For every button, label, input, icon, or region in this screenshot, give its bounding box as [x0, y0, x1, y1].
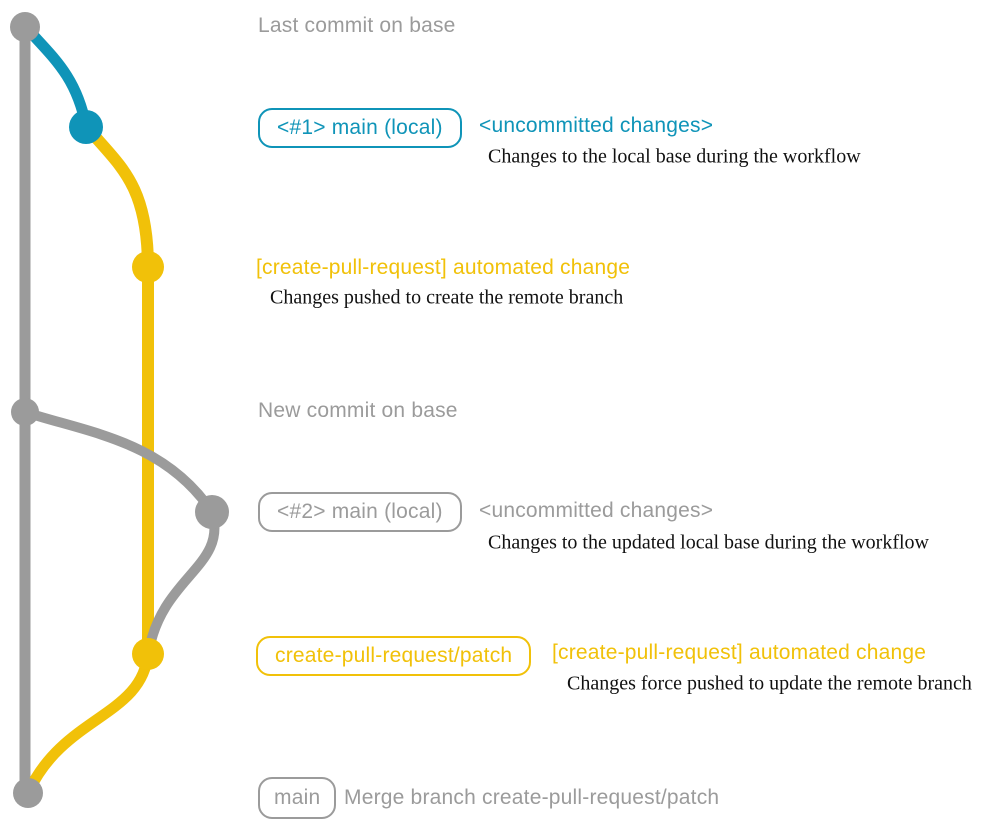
rebased-main-merge-line [144, 510, 220, 651]
branch-tag-local-main-2: <#2> main (local) [258, 492, 462, 532]
commit-message-local-main-1: <uncommitted changes> [479, 114, 714, 137]
commit-dot-local-main-2 [195, 495, 229, 529]
commit-message-push-update: [create-pull-request] automated change [552, 641, 927, 664]
commit-description-push-create: Changes pushed to create the remote bran… [270, 286, 624, 309]
rebased-main-branch-line [23, 407, 217, 515]
commit-dot-merge [13, 778, 43, 808]
commit-message-local-main-2: <uncommitted changes> [479, 499, 714, 522]
commit-description-push-update: Changes force pushed to update the remot… [567, 672, 972, 695]
commit-message-merge: Merge branch create-pull-request/patch [344, 786, 720, 809]
commit-dot-new-base [11, 398, 39, 426]
commit-message-push-create: [create-pull-request] automated change [256, 256, 631, 279]
branch-tag-patch: create-pull-request/patch [256, 636, 532, 676]
commit-description-local-main-1: Changes to the local base during the wor… [488, 145, 861, 168]
patch-branch-curve-top [81, 122, 154, 269]
local-main-branch-line [20, 22, 92, 128]
commit-description-local-main-2: Changes to the updated local base during… [488, 531, 929, 554]
commit-graph [10, 12, 229, 808]
commit-message-last-base: Last commit on base [258, 14, 456, 37]
commit-dot-push-update [132, 638, 164, 670]
branch-tag-local-main-1: <#1> main (local) [258, 108, 462, 148]
commit-dot-push-create [132, 251, 164, 283]
commit-message-new-base: New commit on base [258, 399, 458, 422]
branch-tag-main: main [258, 777, 337, 819]
commit-dot-last-base [10, 12, 40, 42]
commit-dot-local-main-1 [69, 110, 103, 144]
patch-merge-line [24, 652, 154, 794]
